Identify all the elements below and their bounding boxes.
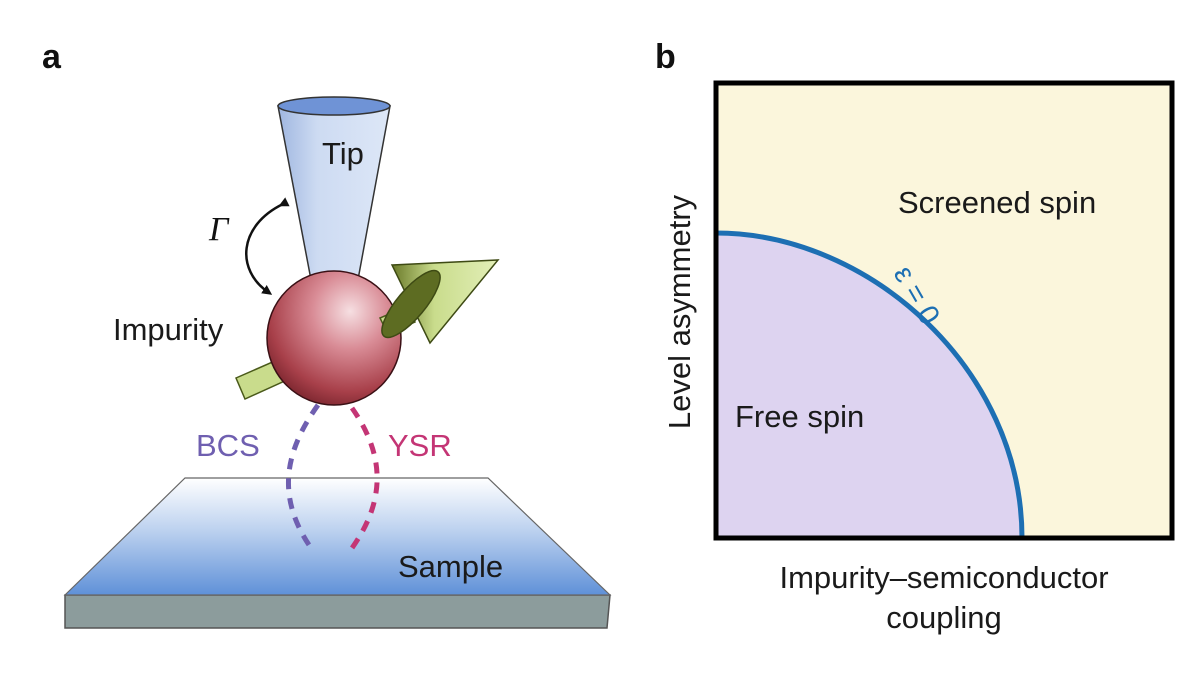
tip-cone [277,105,391,286]
impurity-sphere [266,270,402,406]
bcs-label: BCS [196,428,260,463]
screened-spin-label: Screened spin [898,185,1096,220]
spin-arrow [378,259,500,345]
panel-b: b Screened spin Free spin ε = 0 Level as… [655,38,1175,635]
phase-boundary-curve [715,230,1025,539]
impurity-label: Impurity [113,312,224,347]
x-axis-label-line2: coupling [886,600,1001,635]
tip-top-ellipse [277,96,391,116]
sample-edge [64,594,611,629]
panel-a-letter: a [42,38,62,76]
panel-b-letter: b [655,38,676,76]
free-spin-label: Free spin [735,399,864,434]
spin-arrow-cone-base [381,269,441,339]
phase-diagram-frame [713,80,1175,541]
tip-label: Tip [322,136,364,171]
panel-a: a Sample BCS YSR Tip Γ Impurity [42,38,612,629]
sample-slab [63,477,612,629]
gamma-double-arrow [245,197,290,295]
sample-surface [63,477,612,596]
tip [277,96,391,286]
free-spin-region [716,233,1022,538]
bcs-dashed-curve [285,403,321,550]
sample-label: Sample [398,549,503,584]
gamma-label: Γ [208,211,230,248]
x-axis-label-line1: Impurity–semiconductor [779,560,1108,595]
y-axis-label: Level asymmetry [662,194,697,429]
ysr-label: YSR [388,428,452,463]
